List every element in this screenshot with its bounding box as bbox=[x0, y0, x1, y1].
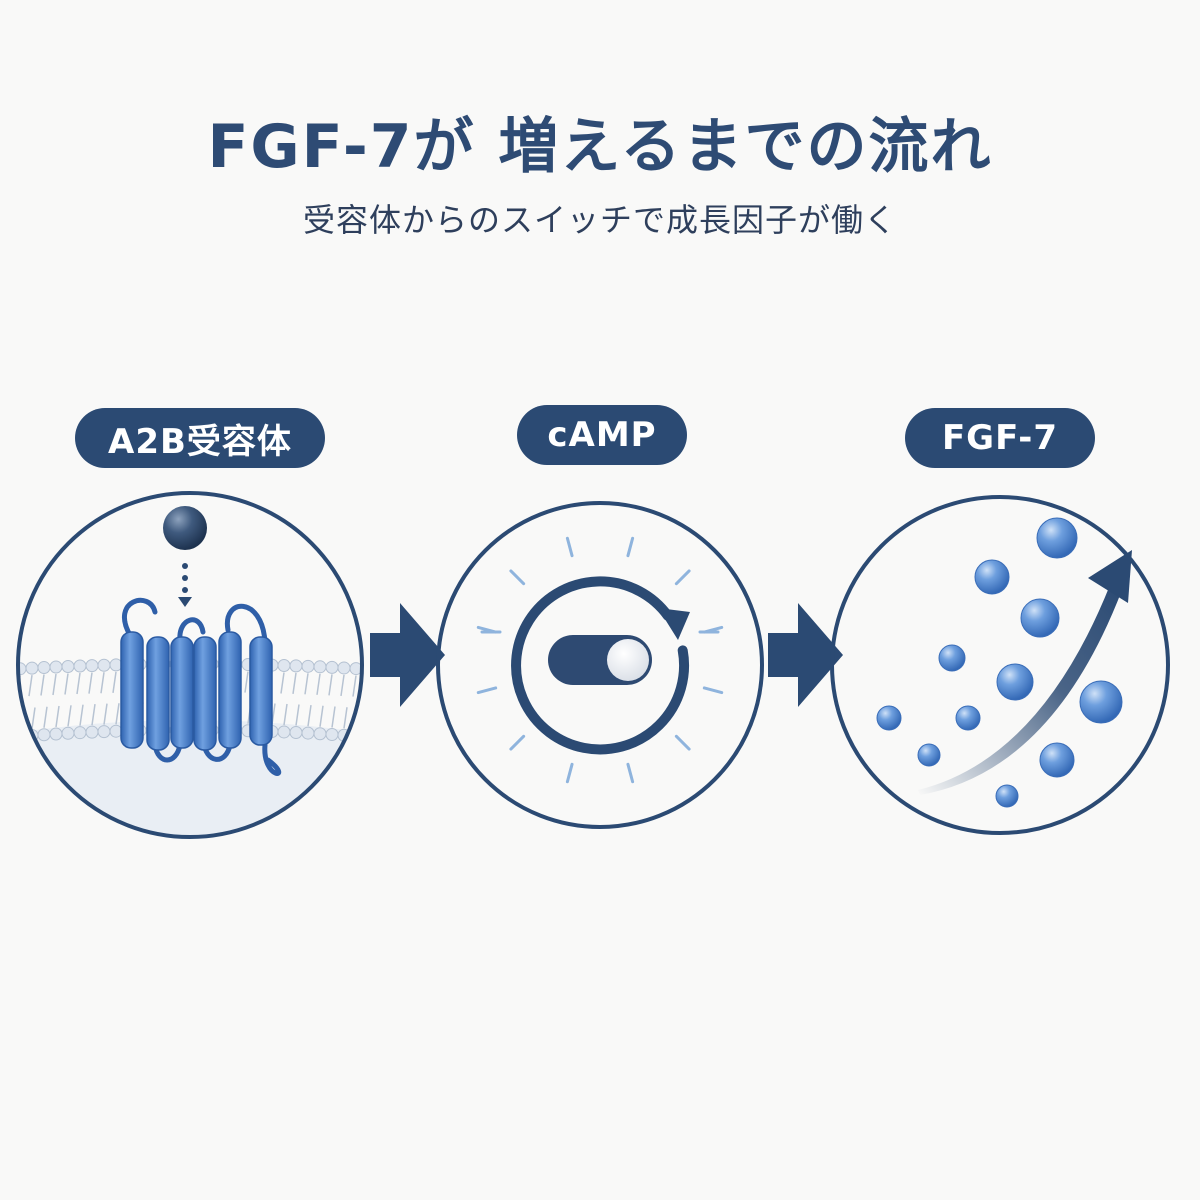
page-title: FGF-7が 増えるまでの流れ bbox=[207, 112, 993, 182]
flow-arrow-2 bbox=[768, 603, 843, 707]
glow-rays bbox=[476, 536, 724, 784]
flow-arrow-1 bbox=[370, 603, 445, 707]
step-label-fgf7: FGF-7 bbox=[905, 408, 1095, 468]
increase-arrowhead-icon bbox=[1088, 550, 1132, 603]
step-a2b-receptor bbox=[16, 491, 364, 839]
step-fgf7 bbox=[830, 495, 1170, 835]
page-subtitle: 受容体からのスイッチで成長因子が働く bbox=[302, 201, 897, 239]
fgf7-particles bbox=[876, 517, 1123, 808]
step-camp bbox=[436, 501, 764, 829]
ligand-molecule bbox=[163, 506, 207, 550]
receptor-helices bbox=[120, 631, 273, 751]
rotation-arrowhead-icon bbox=[658, 608, 690, 640]
ligand-dotted-arrow bbox=[178, 563, 192, 607]
increase-trend-arrow bbox=[918, 585, 1122, 795]
step-label-camp: cAMP bbox=[517, 405, 687, 465]
toggle-switch-icon bbox=[548, 635, 652, 685]
step-label-a2b-receptor: A2B受容体 bbox=[75, 408, 325, 468]
rotation-ring bbox=[511, 576, 690, 755]
receptor-loops bbox=[121, 597, 282, 776]
